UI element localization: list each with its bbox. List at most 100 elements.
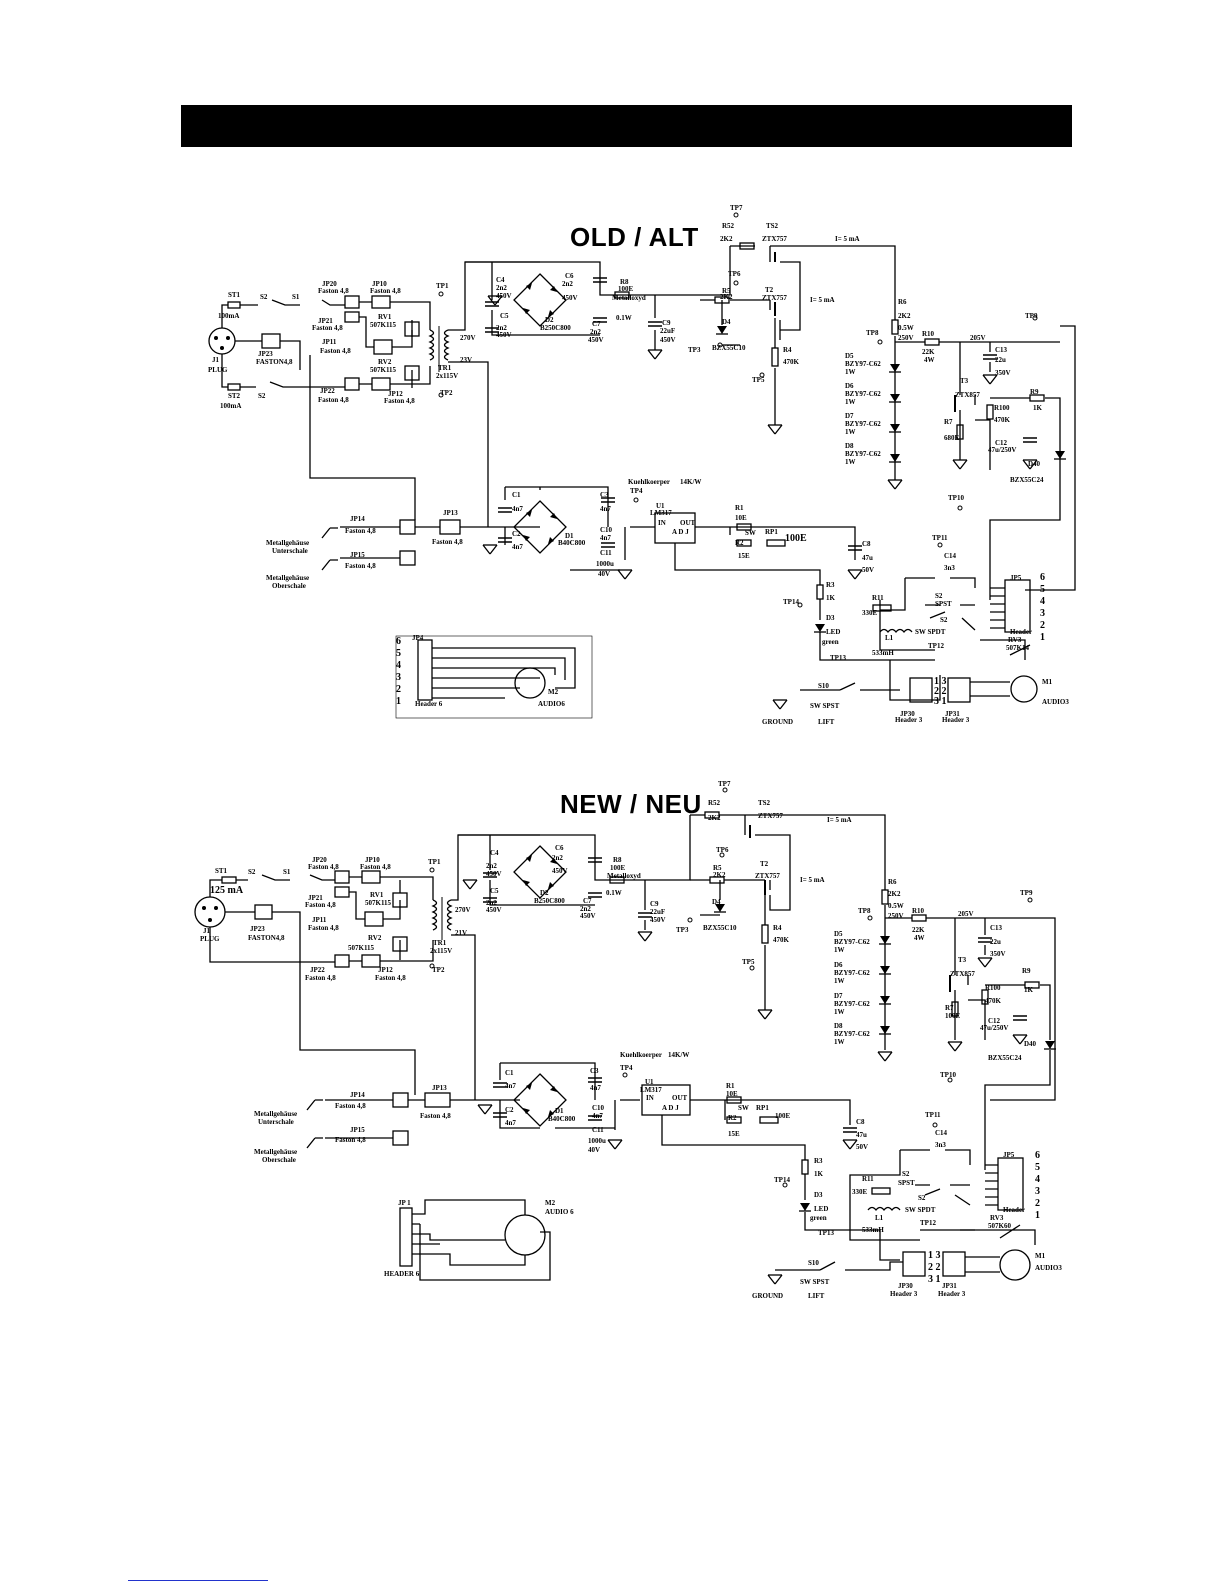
new-lbl-jp5: JP5 <box>1003 1151 1015 1159</box>
new-lbl-d2-part: B250C800 <box>534 897 565 905</box>
lbl-c13-v: 350V <box>995 369 1011 377</box>
lbl-c2-val: 4n7 <box>512 543 523 551</box>
new-lbl-c12-val: 47u/250V <box>980 1024 1008 1032</box>
lbl-r52-val: 2K2 <box>720 235 733 243</box>
old-hdr3-pin: 3 1 <box>934 696 947 707</box>
new-lbl-r9: R9 <box>1022 967 1031 975</box>
new-lbl-rv3-val: 507K60 <box>988 1222 1011 1230</box>
new-lbl-c1-val: 4n7 <box>505 1082 516 1090</box>
new-lbl-faston-jp10: Faston 4,8 <box>360 863 391 871</box>
new-lbl-hdr3-jp31: Header 3 <box>938 1290 966 1298</box>
lbl-s2-old: S2 <box>935 592 943 600</box>
new-lbl-lift: LIFT <box>808 1292 825 1300</box>
new-lbl-tr1: TR1 <box>433 939 447 947</box>
new-lbl-green: green <box>810 1214 827 1222</box>
lbl-100ma-1: 100mA <box>218 312 239 320</box>
lbl-out: OUT <box>680 519 696 527</box>
lbl-faston-jp23: FASTON4,8 <box>256 358 293 366</box>
lbl-tp4: TP4 <box>630 487 643 495</box>
lbl-lift: LIFT <box>818 718 835 726</box>
new-lbl-d1: D1 <box>555 1107 564 1115</box>
lbl-l1: L1 <box>885 634 894 642</box>
lbl-r11: R11 <box>872 594 884 602</box>
lbl-c11-val: 1000u <box>596 560 614 568</box>
lbl-j1: J1 <box>212 356 220 364</box>
new-lbl-d40-part: BZX55C24 <box>988 1054 1022 1062</box>
lbl-r10-val: 22K <box>922 348 935 356</box>
lbl-c3: C3 <box>600 491 609 499</box>
old-plug-j1 <box>208 327 236 355</box>
new-lbl-d5-part: BZY97-C62 <box>834 938 870 946</box>
lbl-d40-part: BZX55C24 <box>1010 476 1044 484</box>
new-lbl-plug: PLUG <box>200 935 220 943</box>
lbl-sw-spdt-old: SW SPDT <box>915 628 946 636</box>
new-lbl-jp30: JP30 <box>898 1282 913 1290</box>
new-lbl-c2: C2 <box>505 1106 514 1114</box>
new-lbl-header6: HEADER 6 <box>384 1270 420 1278</box>
new-plug-j1 <box>194 896 226 928</box>
new-lbl-l1-val: 533mH <box>862 1226 884 1234</box>
lbl-tp11: TP11 <box>932 534 948 542</box>
new-lbl-oberschale: Oberschale <box>262 1156 296 1164</box>
footer-link-underline[interactable] <box>128 1580 268 1581</box>
lbl-r11-val: 330E <box>862 609 878 617</box>
new-lbl-faston-jp12: Faston 4,8 <box>375 974 406 982</box>
new-lbl-i5ma-1: I= 5 mA <box>827 816 852 824</box>
lbl-jp11: JP11 <box>322 338 337 346</box>
lbl-jp23: JP23 <box>258 350 273 358</box>
new-lbl-c10-val: 4n7 <box>592 1112 603 1120</box>
lbl-r1-val: 10E <box>735 514 747 522</box>
new-jp5-pin: 3 <box>1035 1186 1040 1197</box>
new-lbl-c10: C10 <box>592 1104 605 1112</box>
lbl-audio3: AUDIO3 <box>1042 698 1069 706</box>
new-lbl-r11-val: 330E <box>852 1188 868 1196</box>
lbl-c9-val: 22uF <box>660 327 675 335</box>
new-hdr3-pin: 3 1 <box>928 1274 941 1285</box>
lbl-d40: D40 <box>1028 460 1041 468</box>
lbl-ts2: TS2 <box>766 222 779 230</box>
new-lbl-jp13: JP13 <box>432 1084 447 1092</box>
lbl-ts2-part: ZTX757 <box>762 235 787 243</box>
new-lbl-out: OUT <box>672 1094 688 1102</box>
new-lbl-rv3: RV3 <box>990 1214 1004 1222</box>
new-lbl-d4-part: BZX55C10 <box>703 924 737 932</box>
new-jp5-pin: 5 <box>1035 1162 1040 1173</box>
lbl-plug: PLUG <box>208 366 228 374</box>
new-lbl-tp8: TP8 <box>858 907 871 915</box>
new-lbl-r8: R8 <box>613 856 622 864</box>
new-lbl-m2: M2 <box>545 1199 556 1207</box>
lbl-r52: R52 <box>722 222 735 230</box>
lbl-oberschale: Oberschale <box>272 582 306 590</box>
lbl-i5ma-1: I= 5 mA <box>835 235 860 243</box>
new-lbl-r52: R52 <box>708 799 721 807</box>
lbl-c13: C13 <box>995 346 1008 354</box>
lbl-c12: C12 <box>995 439 1008 447</box>
lbl-tp12: TP12 <box>928 642 944 650</box>
lbl-c6-val: 2n2 <box>562 280 573 288</box>
new-lbl-faston-jp20: Faston 4,8 <box>308 863 339 871</box>
new-lbl-jp20: JP20 <box>312 856 327 864</box>
lbl-r2: R2 <box>735 539 744 547</box>
new-lbl-c11-v: 40V <box>588 1146 600 1154</box>
lbl-jp22: JP22 <box>320 387 335 395</box>
lbl-c5-v: 450V <box>496 331 512 339</box>
new-lbl-d8: D8 <box>834 1022 843 1030</box>
new-lbl-270v: 270V <box>455 906 471 914</box>
lbl-c5-val: 2n2 <box>496 324 507 332</box>
new-lbl-jp11: JP11 <box>312 916 327 924</box>
new-lbl-s10: S10 <box>808 1259 819 1267</box>
new-lbl-jp10: JP10 <box>365 856 380 864</box>
lbl-tp14: TP14 <box>783 598 799 606</box>
lbl-m2: M2 <box>548 688 559 696</box>
lbl-kuehl: Kuehlkoerper <box>628 478 670 486</box>
lbl-tp6: TP6 <box>728 270 741 278</box>
lbl-t2: T2 <box>765 286 774 294</box>
new-lbl-c6: C6 <box>555 844 564 852</box>
lbl-rv2-val: 507K115 <box>370 366 397 374</box>
lbl-rv1: RV1 <box>378 313 392 321</box>
new-lbl-r10: R10 <box>912 907 925 915</box>
new-lbl-r10-val: 22K <box>912 926 925 934</box>
new-lbl-tp1: TP1 <box>428 858 441 866</box>
lbl-r7-val: 680E <box>944 434 960 442</box>
new-lbl-ts2-part: ZTX757 <box>758 812 783 820</box>
